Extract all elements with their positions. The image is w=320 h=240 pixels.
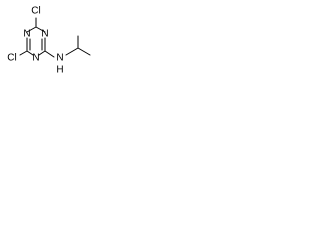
- bond-c2-n1: [26, 26, 37, 33]
- bond-ch-ch3-right: [77, 47, 91, 56]
- bond-c2-n3: [35, 26, 46, 33]
- atom-n-amine: N: [56, 53, 63, 64]
- atom-h-amine: H: [56, 65, 63, 76]
- atom-cl-top: Cl: [31, 6, 40, 17]
- bond-nh-ch: [65, 47, 79, 56]
- bond-c6-n5: [26, 50, 34, 56]
- atom-n-bottom: N: [32, 53, 39, 64]
- bond-c4-n5: [38, 50, 46, 56]
- atom-cl-bottom: Cl: [7, 53, 16, 64]
- atom-n-top-right: N: [41, 29, 48, 40]
- atom-n-top-left: N: [23, 29, 30, 40]
- bond-c4-nh: [44, 50, 55, 58]
- bond-c6-cl: [19, 50, 28, 56]
- chemical-structure: Cl N N N Cl N H: [7, 6, 91, 76]
